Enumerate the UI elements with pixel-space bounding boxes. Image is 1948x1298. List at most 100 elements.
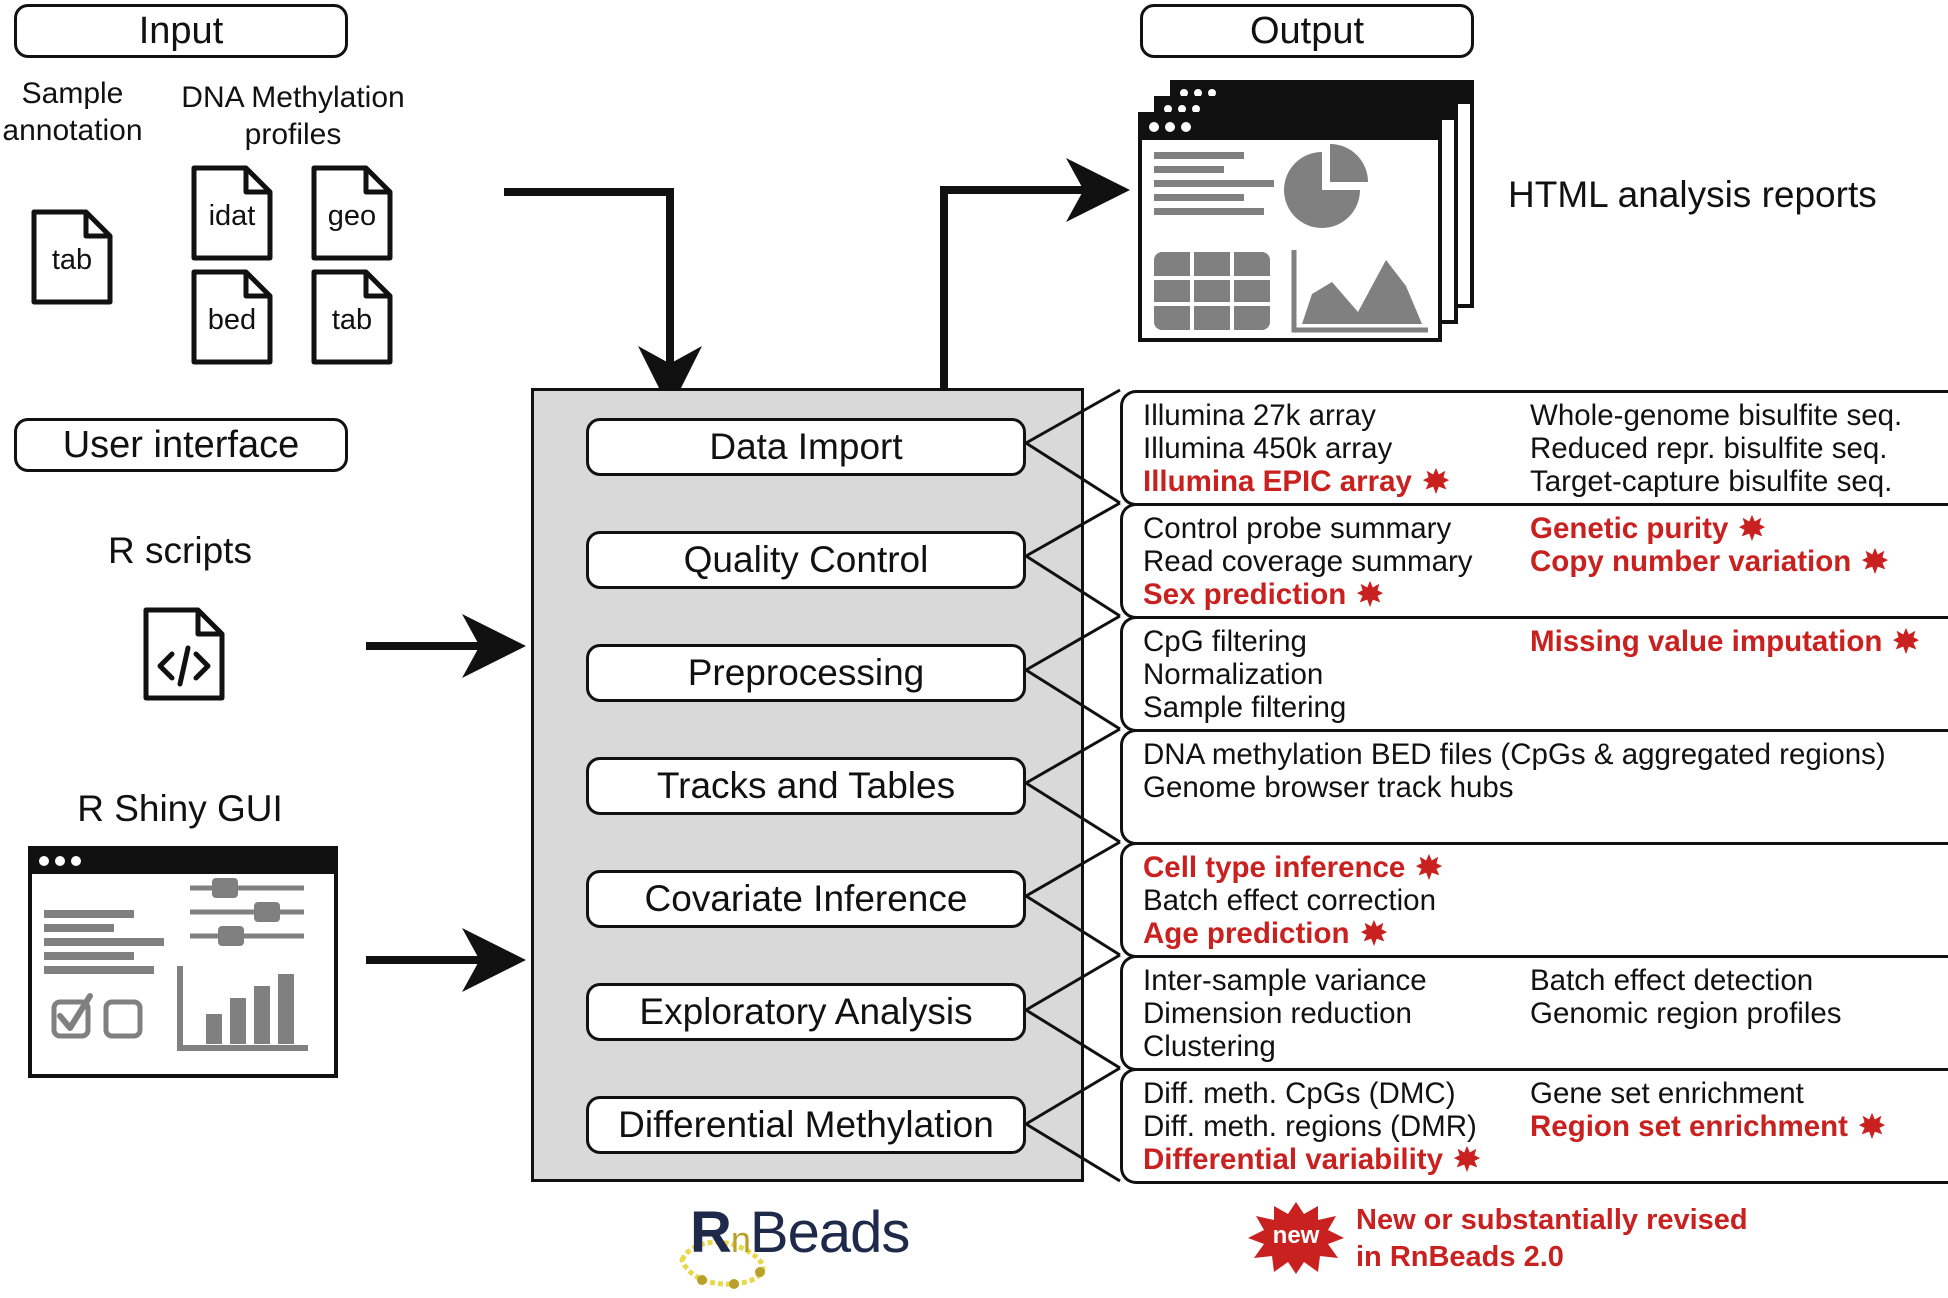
detail-item: Whole-genome bisulfite seq. <box>1530 399 1902 432</box>
module-data-import: Data Import <box>586 418 1026 476</box>
input-header: Input <box>14 4 348 58</box>
detail-item: Sample filtering <box>1143 691 1346 724</box>
file-tab-annotation-label: tab <box>51 244 93 276</box>
detail-item-text: Dimension reduction <box>1143 997 1412 1030</box>
dna-methylation-label: DNA Methylation profiles <box>181 81 405 151</box>
detail-item: Sex prediction <box>1143 578 1473 611</box>
file-idat-label: idat <box>208 200 256 232</box>
detail-column: DNA methylation BED files (CpGs & aggreg… <box>1143 738 1886 804</box>
detail-item-text: Copy number variation <box>1530 545 1852 578</box>
file-geo: geo <box>310 164 394 262</box>
detail-item-text: Differential variability <box>1143 1143 1444 1176</box>
detail-column: Missing value imputation <box>1530 625 1920 658</box>
detail-item-text: Illumina 27k array <box>1143 399 1376 432</box>
r-scripts-label: R scripts <box>108 530 252 571</box>
new-star-icon <box>1739 514 1766 542</box>
detail-item: Normalization <box>1143 658 1346 691</box>
detail-item-text: Reduced repr. bisulfite seq. <box>1530 432 1888 465</box>
beads-chain-icon <box>679 1239 766 1289</box>
file-bed: bed <box>190 268 274 366</box>
module-preprocessing: Preprocessing <box>586 644 1026 702</box>
new-star-icon <box>1360 919 1387 947</box>
new-star-icon <box>1858 1112 1886 1140</box>
detail-item: Illumina 27k array <box>1143 399 1450 432</box>
detail-item: Batch effect correction <box>1143 884 1443 917</box>
detail-item-text: Illumina EPIC array <box>1143 465 1412 498</box>
module-details: Diff. meth. CpGs (DMC)Diff. meth. region… <box>1120 1068 1948 1184</box>
detail-item: Gene set enrichment <box>1530 1077 1886 1110</box>
rnbeads-logo: RnBeads <box>672 1200 972 1290</box>
file-tab-annotation: tab <box>30 208 114 306</box>
detail-item: Missing value imputation <box>1530 625 1920 658</box>
detail-item-text: Sex prediction <box>1143 578 1347 611</box>
file-bed-label: bed <box>207 304 257 336</box>
detail-item: Batch effect detection <box>1530 964 1842 997</box>
detail-item-text: Region set enrichment <box>1530 1110 1849 1143</box>
module-differential-methylation: Differential Methylation <box>586 1096 1026 1154</box>
detail-item: DNA methylation BED files (CpGs & aggreg… <box>1143 738 1886 771</box>
detail-item: Genetic purity <box>1530 512 1889 545</box>
detail-item: Control probe summary <box>1143 512 1473 545</box>
file-idat: idat <box>190 164 274 262</box>
detail-item-text: DNA methylation BED files (CpGs & aggreg… <box>1143 738 1886 771</box>
detail-item: Genome browser track hubs <box>1143 771 1886 804</box>
detail-item-text: Inter-sample variance <box>1143 964 1427 997</box>
user-interface-header: User interface <box>14 418 348 472</box>
detail-item-text: Diff. meth. regions (DMR) <box>1143 1110 1477 1143</box>
new-star-icon <box>1453 1145 1481 1173</box>
detail-item-text: Clustering <box>1143 1030 1276 1063</box>
html-reports-icon <box>1136 80 1476 349</box>
detail-item: Copy number variation <box>1530 545 1889 578</box>
detail-item: CpG filtering <box>1143 625 1346 658</box>
logo-r: R <box>690 1200 732 1265</box>
detail-item-text: CpG filtering <box>1143 625 1307 658</box>
detail-item: Target-capture bisulfite seq. <box>1530 465 1902 498</box>
detail-item-text: Read coverage summary <box>1143 545 1473 578</box>
logo-beads: Beads <box>749 1200 910 1265</box>
detail-item-text: Gene set enrichment <box>1530 1077 1804 1110</box>
detail-item-text: Control probe summary <box>1143 512 1452 545</box>
detail-item: Cell type inference <box>1143 851 1443 884</box>
detail-item: Diff. meth. regions (DMR) <box>1143 1110 1481 1143</box>
logo-n: n <box>730 1219 751 1260</box>
detail-column: Diff. meth. CpGs (DMC)Diff. meth. region… <box>1143 1077 1481 1176</box>
new-badge-text: new <box>1272 1222 1320 1249</box>
detail-item-text: Genome browser track hubs <box>1143 771 1514 804</box>
detail-item-text: Whole-genome bisulfite seq. <box>1530 399 1903 432</box>
new-star-icon <box>1422 467 1449 495</box>
file-tab-profiles: tab <box>310 268 394 366</box>
detail-item-text: Diff. meth. CpGs (DMC) <box>1143 1077 1456 1110</box>
sample-annotation-label: Sample annotation <box>2 77 143 147</box>
detail-item: Diff. meth. CpGs (DMC) <box>1143 1077 1481 1110</box>
detail-item-text: Normalization <box>1143 658 1324 691</box>
code-file-icon <box>142 606 226 707</box>
r-shiny-label: R Shiny GUI <box>77 788 283 829</box>
module-quality-control: Quality Control <box>586 531 1026 589</box>
detail-item: Age prediction <box>1143 917 1443 950</box>
detail-item: Reduced repr. bisulfite seq. <box>1530 432 1902 465</box>
detail-item: Dimension reduction <box>1143 997 1427 1030</box>
module-details: DNA methylation BED files (CpGs & aggreg… <box>1120 729 1948 845</box>
detail-item-text: Illumina 450k array <box>1143 432 1393 465</box>
output-header: Output <box>1140 4 1474 58</box>
new-star-icon <box>1416 853 1443 881</box>
file-tab-profiles-label: tab <box>331 304 373 336</box>
html-reports-label: HTML analysis reports <box>1508 174 1877 215</box>
detail-item: Inter-sample variance <box>1143 964 1427 997</box>
detail-item-text: Batch effect detection <box>1530 964 1814 997</box>
shiny-gui-window-icon <box>28 846 338 1083</box>
detail-item-text: Sample filtering <box>1143 691 1347 724</box>
detail-item-text: Missing value imputation <box>1530 625 1883 658</box>
